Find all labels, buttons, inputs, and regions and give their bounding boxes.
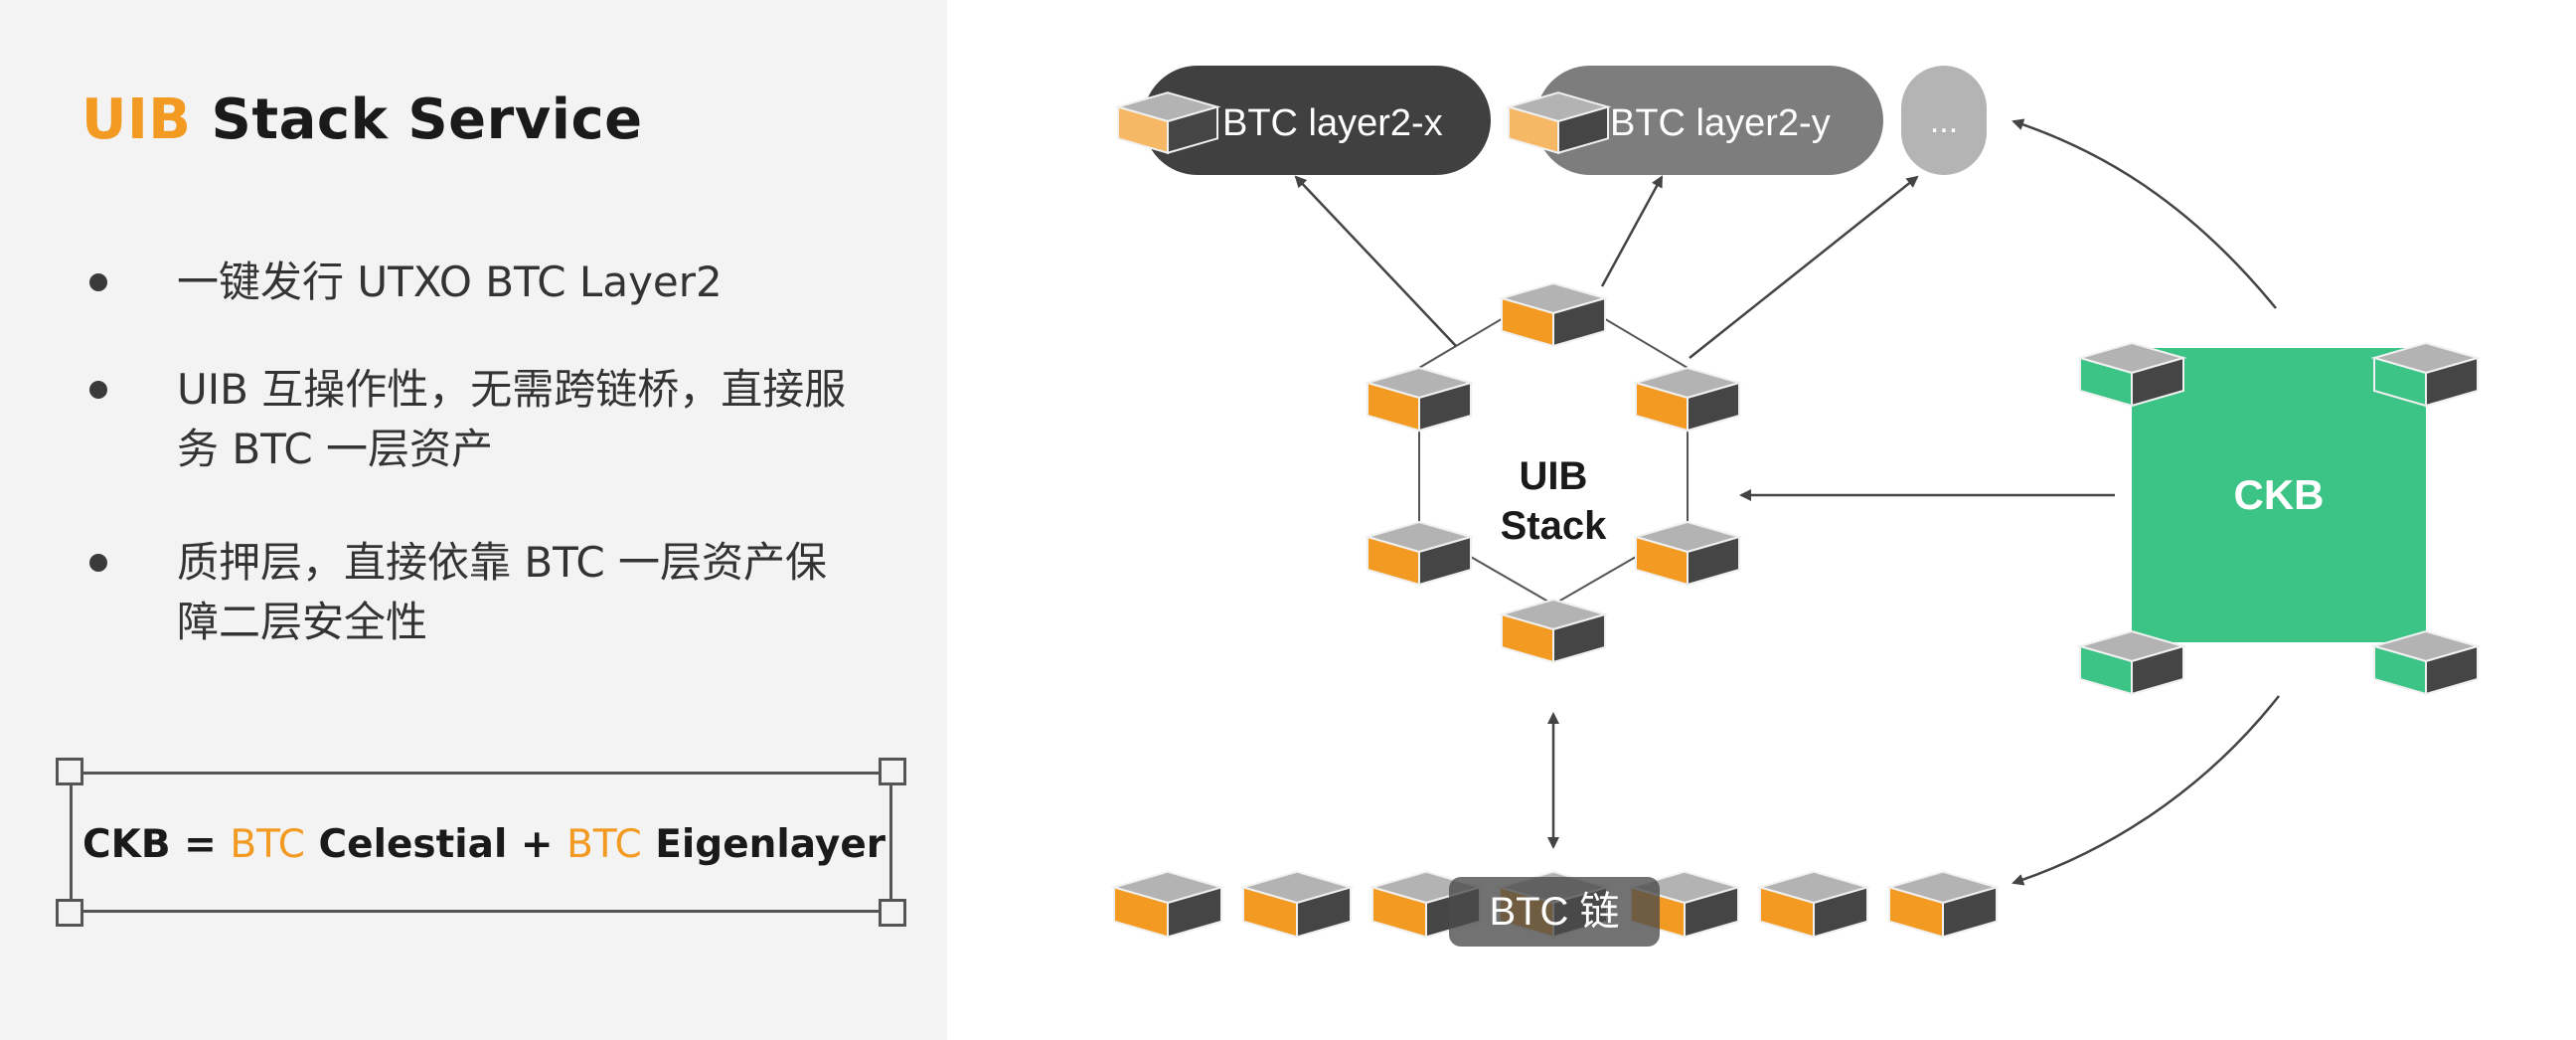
uib-cube (1632, 366, 1743, 433)
bullet-3-line-2: 障二层安全性 (177, 598, 428, 646)
btc-chain-badge (1449, 877, 1660, 947)
bullet-2: UIB 互操作性，无需跨链桥，直接服 务 BTC 一层资产 (177, 360, 846, 479)
title-accent: UIB (81, 87, 192, 152)
layer2-more-pill: ... (1901, 66, 1987, 175)
uib-label-line-2: Stack (1501, 504, 1607, 548)
layer2-y-pill-bg (1535, 66, 1883, 175)
arrow-ckb-to-btc-chain (2012, 695, 2280, 886)
layer2-x-pill-bg (1143, 66, 1491, 175)
formula-btc-2: BTC (566, 822, 642, 867)
ckb-cube (2076, 629, 2187, 696)
arrow-to-layer2-more (1689, 175, 1919, 359)
ckb-cube (2370, 341, 2482, 408)
uib-label-line-1: UIB (1520, 454, 1588, 498)
formula-box: CKB = BTC Celestial + BTC Eigenlayer (56, 758, 906, 927)
bullet-3: 质押层，直接依靠 BTC 一层资产保 障二层安全性 (177, 533, 827, 652)
bullet-1: 一键发行 UTXO BTC Layer2 (177, 253, 723, 312)
page-title: UIB Stack Service (81, 87, 643, 152)
layer2-y-cube (1505, 91, 1612, 155)
bullet-dot (89, 273, 107, 291)
bullet-dot (89, 381, 107, 399)
uib-cube (1632, 520, 1743, 587)
info-panel: UIB Stack Service 一键发行 UTXO BTC Layer2 U… (0, 0, 947, 1040)
uib-cube (1498, 598, 1609, 664)
box-corner (879, 758, 906, 785)
uib-cube (1364, 366, 1475, 433)
btc-chain-label: BTC 链 (1489, 890, 1619, 934)
layer2-x-pill: BTC layer2-x (1143, 66, 1491, 175)
uib-cube (1364, 520, 1475, 587)
ckb-cube (2076, 341, 2187, 408)
bullet-dot (89, 554, 107, 572)
layer2-y-label: BTC layer2-y (1610, 102, 1831, 144)
arrow-ckb-to-layer2 (2012, 118, 2277, 309)
btc-chain-cube (1885, 870, 2001, 939)
title-rest: Stack Service (191, 87, 643, 152)
bullet-3-line-1: 质押层，直接依靠 BTC 一层资产保 (177, 538, 828, 587)
btc-chain-cube (1239, 870, 1355, 939)
ckb-label: CKB (2234, 471, 2325, 518)
arrow-to-layer2-y (1600, 175, 1664, 287)
layer2-x-cube (1114, 91, 1221, 155)
bullet-2-line-2: 务 BTC 一层资产 (177, 425, 494, 473)
layer2-x-label: BTC layer2-x (1222, 102, 1443, 144)
layer2-more-pill-bg (1901, 66, 1987, 175)
btc-chain-cube (1110, 870, 1225, 939)
uib-cube (1498, 281, 1609, 348)
cube-group (1110, 91, 2482, 939)
box-corner (56, 899, 83, 927)
formula-text: CKB = BTC Celestial + BTC Eigenlayer (73, 775, 895, 916)
bullet-2-line-1: UIB 互操作性，无需跨链桥，直接服 (177, 365, 847, 414)
formula-suffix: Eigenlayer (641, 822, 886, 867)
arrow-to-layer2-x (1294, 175, 1457, 347)
layer2-more-label: ... (1930, 102, 1958, 140)
formula-prefix: CKB = (82, 822, 231, 867)
ckb-cube (2370, 629, 2482, 696)
box-corner (56, 758, 83, 785)
bullet-1-line-1: 一键发行 UTXO BTC Layer2 (177, 258, 723, 306)
btc-chain-cube (1756, 870, 1871, 939)
box-corner (879, 899, 906, 927)
formula-mid: Celestial + (304, 822, 567, 867)
ckb-block (2132, 348, 2426, 642)
formula-btc-1: BTC (230, 822, 305, 867)
layer2-y-pill: BTC layer2-y (1535, 66, 1883, 175)
